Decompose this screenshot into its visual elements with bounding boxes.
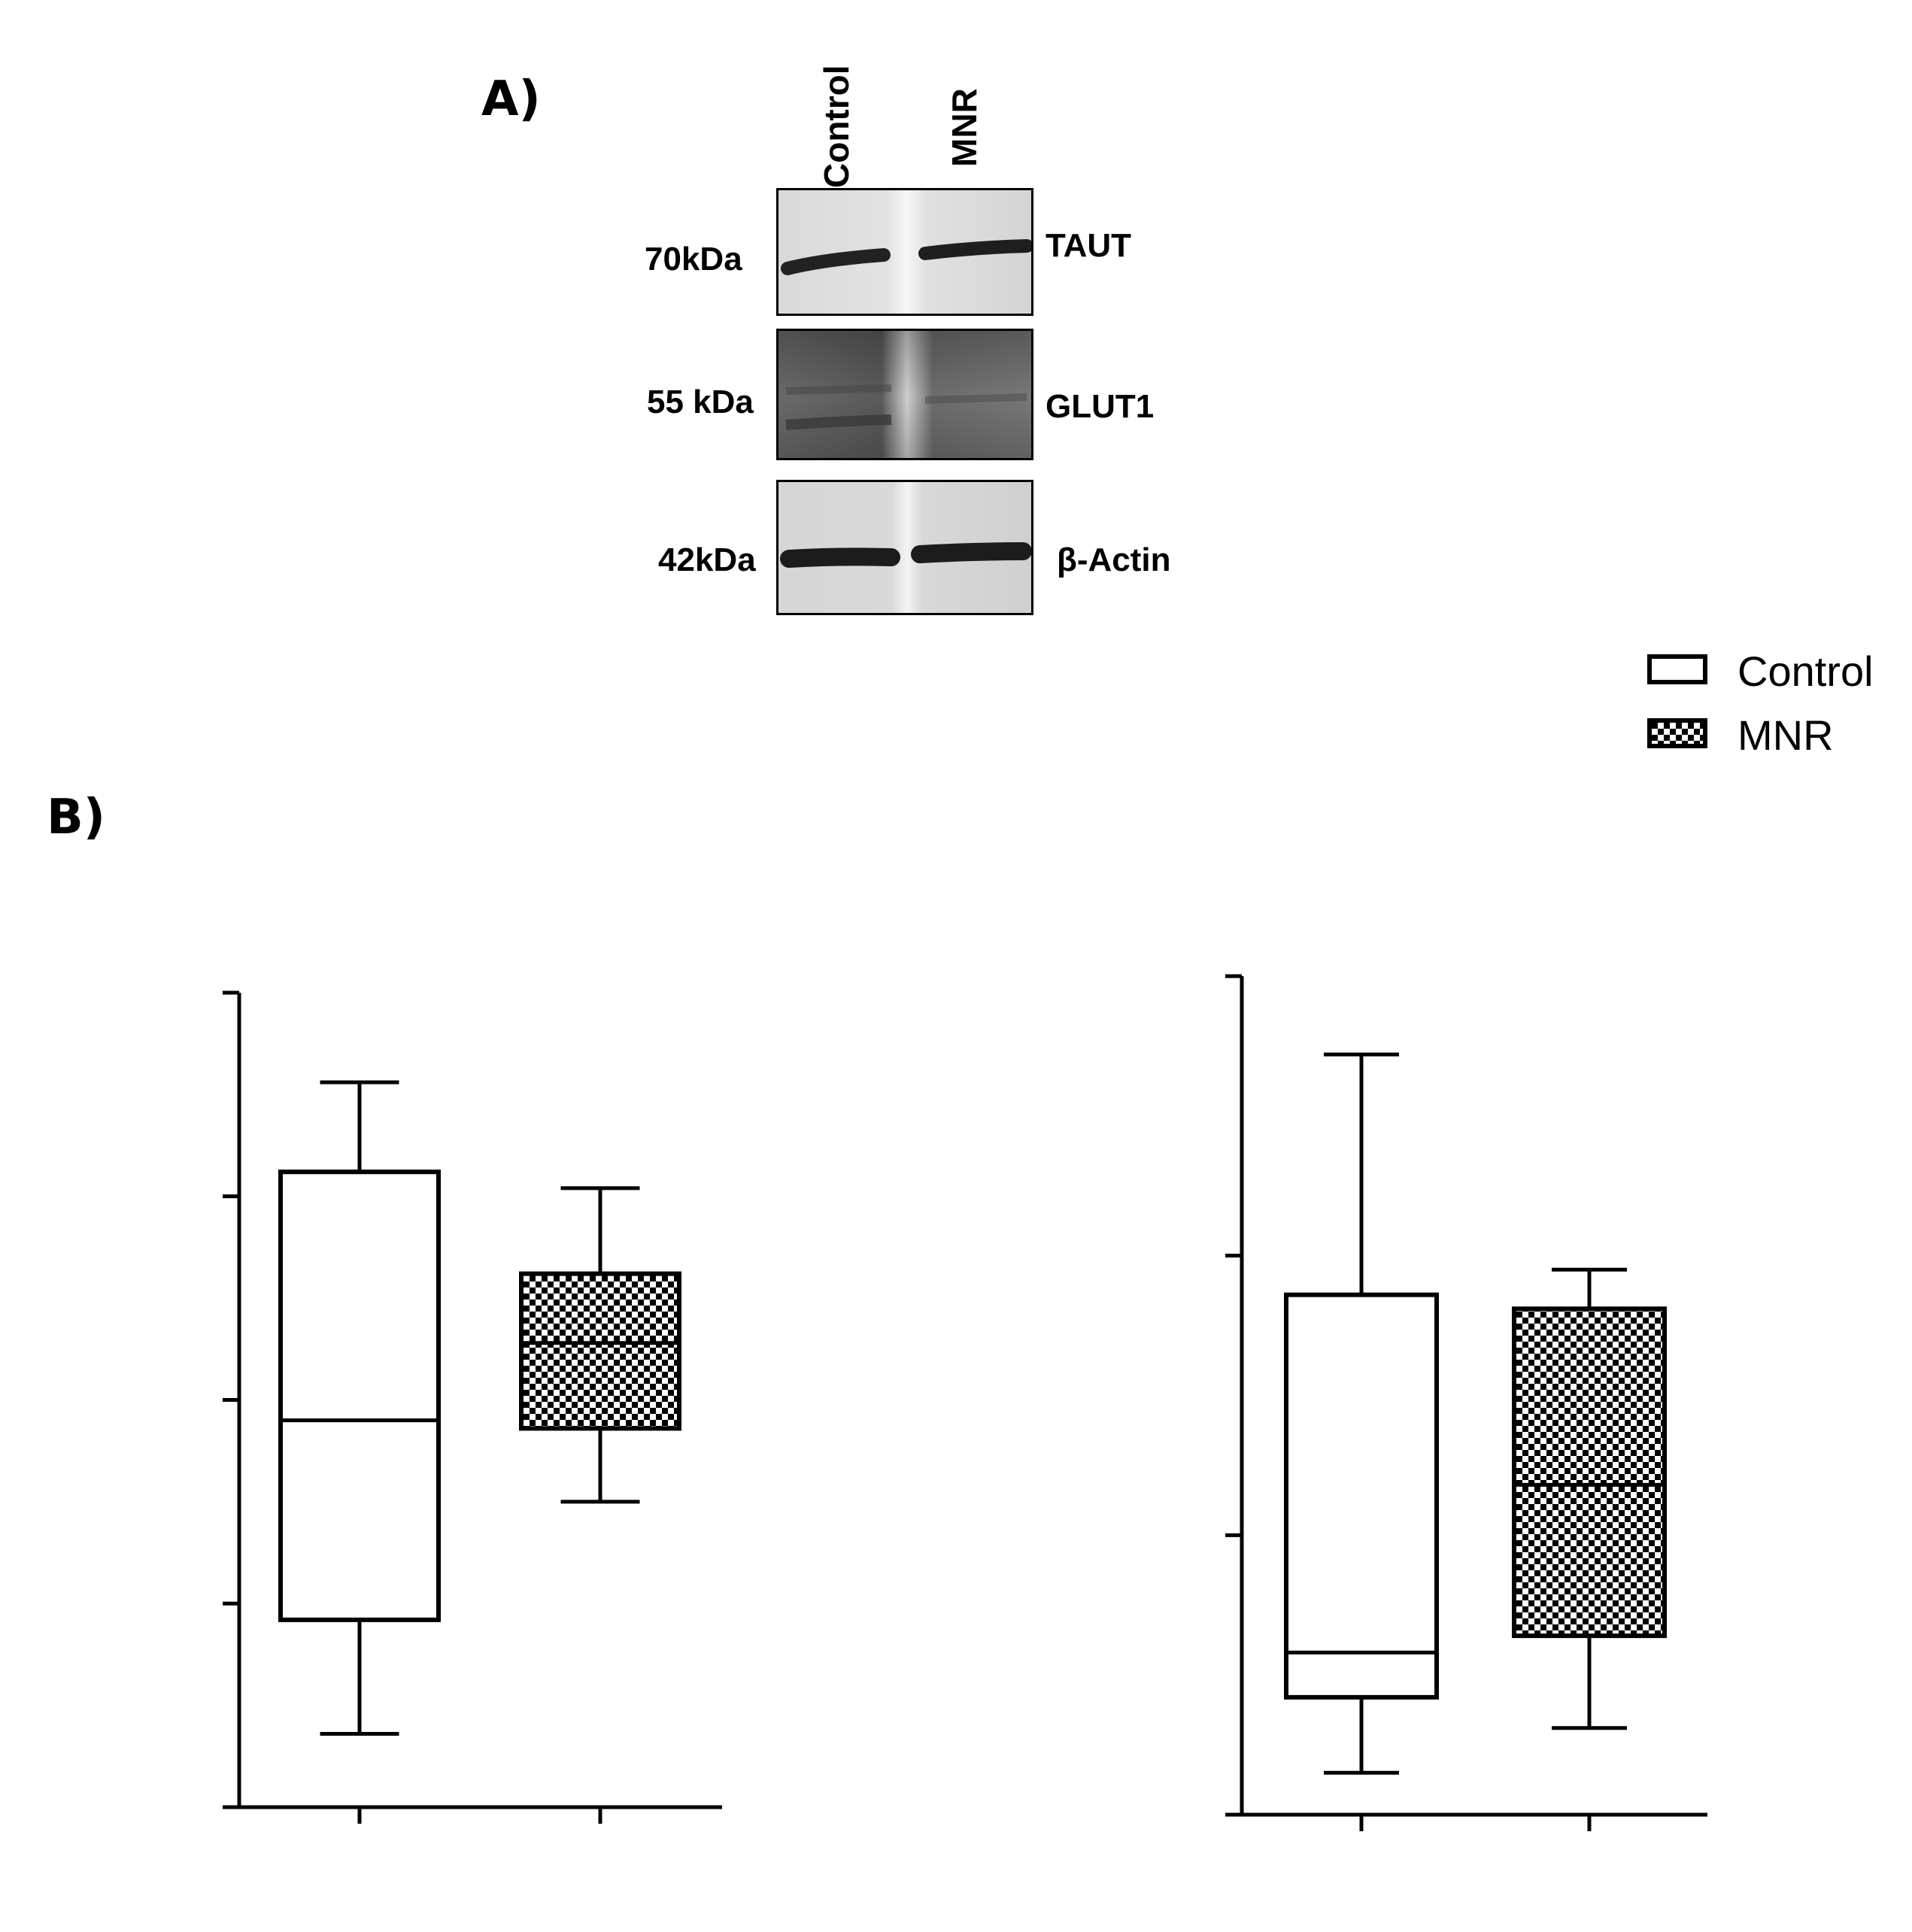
protein-label-glut1: GLUT1 [1046, 388, 1155, 425]
marker-label-taut: 70kDa [645, 241, 742, 278]
western-blot-actin [776, 480, 1033, 615]
chart-mvm-glut1 [1225, 974, 1707, 1831]
western-blot-taut [776, 188, 1033, 316]
marker-label-actin: 42kDa [658, 541, 756, 578]
box-mnr [519, 1271, 681, 1431]
marker-label-glut1: 55 kDa [647, 384, 754, 420]
protein-label-taut: TAUT [1046, 227, 1132, 264]
blot-image-taut [778, 190, 1031, 314]
western-blot-glut1 [776, 329, 1033, 460]
panel-b-label: B) [47, 790, 106, 845]
box-control [1284, 1292, 1439, 1700]
box-control [278, 1169, 441, 1622]
panel-a-label: A) [481, 71, 541, 127]
blot-image-glut1 [778, 331, 1031, 458]
legend-label-control: Control [1737, 648, 1874, 695]
blot-image-actin [778, 482, 1031, 613]
chart-mvm-taut [223, 990, 722, 1824]
legend-checker-pattern [1652, 723, 1703, 744]
legend-swatch-control [1647, 654, 1707, 684]
protein-label-actin: β-Actin [1057, 541, 1171, 578]
legend-label-mnr: MNR [1737, 711, 1834, 759]
box-mnr [1512, 1306, 1667, 1639]
legend-swatch-mnr [1647, 718, 1707, 748]
